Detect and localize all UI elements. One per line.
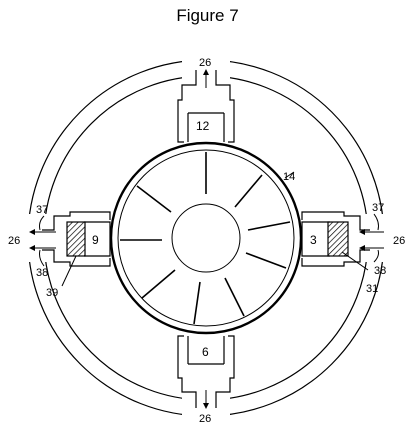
vane: [141, 269, 176, 299]
leader-right-upper: [373, 213, 379, 231]
vane: [245, 252, 287, 269]
label-flow-bottom: 26: [199, 413, 211, 425]
label-port-right: 3: [310, 233, 317, 247]
label-right-block: 31: [366, 283, 378, 295]
label-right-lower: 38: [374, 265, 386, 277]
label-left-block: 39: [46, 287, 58, 299]
label-flow-top: 26: [199, 57, 211, 69]
label-port-top: 12: [196, 119, 210, 133]
rotor-hub: [171, 203, 241, 273]
flow-arrows: [29, 69, 384, 409]
vane: [136, 185, 172, 213]
label-flow-left: 26: [8, 235, 20, 247]
leader-left-block: [61, 255, 77, 287]
leader-right-block: [341, 251, 369, 271]
left-block: [66, 221, 86, 257]
leader-rotor-edge: [284, 171, 295, 179]
leader-right-lower: [373, 249, 379, 263]
label-rotor-edge: 14: [283, 171, 295, 183]
leader-left-lower: [39, 249, 45, 267]
top-port: [177, 70, 235, 143]
vane: [247, 221, 291, 231]
right-block: [327, 221, 349, 257]
rotor-vanes: [120, 152, 291, 325]
leader-left-upper: [39, 215, 45, 231]
vane: [234, 174, 263, 208]
label-flow-right: 26: [393, 235, 405, 247]
figure-title: Figure 7: [176, 6, 239, 25]
vane: [224, 277, 245, 317]
label-left-upper: 37: [36, 204, 48, 216]
label-port-bottom: 6: [202, 345, 209, 359]
label-port-left: 9: [92, 233, 99, 247]
label-left-lower: 38: [36, 267, 48, 279]
label-right-upper: 37: [372, 202, 384, 214]
vane: [193, 281, 201, 325]
rotor-inner-ring: [117, 149, 295, 327]
bottom-port: [177, 335, 235, 408]
